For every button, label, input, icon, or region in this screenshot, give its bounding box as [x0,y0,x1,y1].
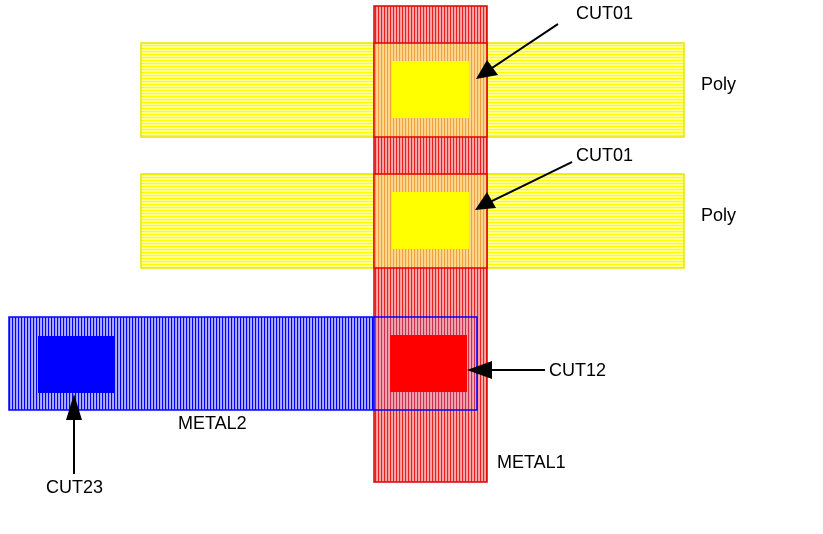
cut01-top-label: CUT01 [576,3,633,23]
metal1-label: METAL1 [497,452,566,472]
cut23-via [38,336,115,393]
arrow-cut01-bottom [475,161,573,210]
cut12-via [390,335,467,392]
cut01-bottom-label: CUT01 [576,145,633,165]
cut12-label: CUT12 [549,360,606,380]
poly-top-label: Poly [701,74,736,94]
cut01-bottom-via [392,192,469,249]
poly-bottom-label: Poly [701,205,736,225]
metal2-label: METAL2 [178,413,247,433]
arrow-cut01-top [476,23,559,79]
cut01-top-via [392,61,469,118]
arrow-cut23 [66,394,82,474]
arrow-cut12 [467,361,545,379]
cut23-label: CUT23 [46,477,103,497]
